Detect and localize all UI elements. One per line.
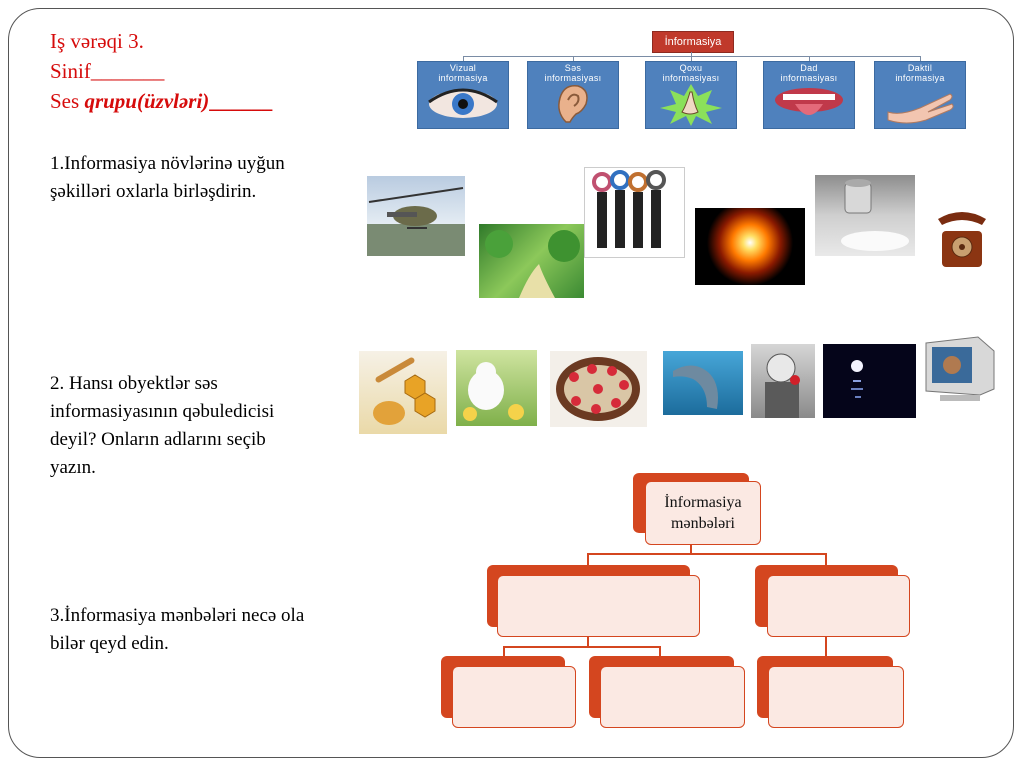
source-box-4[interactable]	[600, 666, 745, 728]
connector	[587, 553, 589, 565]
source-box-2[interactable]	[767, 575, 910, 637]
honey-image[interactable]	[359, 351, 447, 434]
connector	[920, 56, 921, 61]
task-1: 1.Informasiya növlərinə uyğun şəkilləri …	[50, 153, 285, 202]
connector	[659, 646, 661, 658]
connector	[503, 646, 661, 648]
worksheet-title: Iş vərəqi 3.	[50, 29, 144, 53]
connector	[691, 52, 692, 57]
salt-shaker-image[interactable]	[815, 175, 915, 256]
nose-icon	[646, 82, 736, 126]
hand-icon	[875, 82, 965, 126]
source-box-3[interactable]	[452, 666, 576, 728]
connector	[825, 553, 827, 565]
connector	[463, 56, 921, 57]
child-with-rose-image[interactable]	[751, 344, 815, 418]
forest-path-image[interactable]	[479, 224, 584, 298]
class-field: Sinif_______	[50, 59, 165, 83]
task-3: 3.İnformasiya mənbələri necə ola bilər q…	[50, 605, 305, 654]
worksheet-header: Iş vərəqi 3. Sinif_______ Ses qrupu(üzvl…	[50, 26, 272, 116]
connector	[463, 56, 464, 61]
source-root-box: İnformasiya mənbələri	[645, 481, 761, 545]
connector	[573, 56, 574, 61]
helicopter-image[interactable]	[367, 176, 465, 256]
cake-image[interactable]	[550, 351, 647, 427]
dolphin-image[interactable]	[663, 351, 743, 415]
slide-frame	[8, 8, 1014, 758]
kitten-chicks-image[interactable]	[456, 350, 537, 426]
info-diagram-root: İnformasiya	[652, 31, 734, 53]
source-box-5[interactable]	[768, 666, 904, 728]
connector	[691, 56, 692, 61]
ear-icon	[528, 82, 618, 126]
keys-image[interactable]	[584, 167, 685, 258]
computer-monitor-image[interactable]	[922, 333, 998, 405]
connector	[587, 553, 827, 555]
old-telephone-image[interactable]	[932, 201, 992, 273]
eye-icon	[418, 82, 508, 126]
connector	[825, 626, 827, 656]
tongue-icon	[764, 82, 854, 126]
group-field: Ses qrupu(üzvləri)______	[50, 89, 273, 113]
moon-night-image[interactable]	[823, 344, 916, 418]
task-2: 2. Hansı obyektlər səs informasiyasının …	[50, 373, 275, 478]
source-box-1[interactable]	[497, 575, 700, 637]
connector	[809, 56, 810, 61]
connector	[503, 646, 505, 658]
sun-image[interactable]	[695, 208, 805, 285]
connector	[690, 545, 692, 553]
